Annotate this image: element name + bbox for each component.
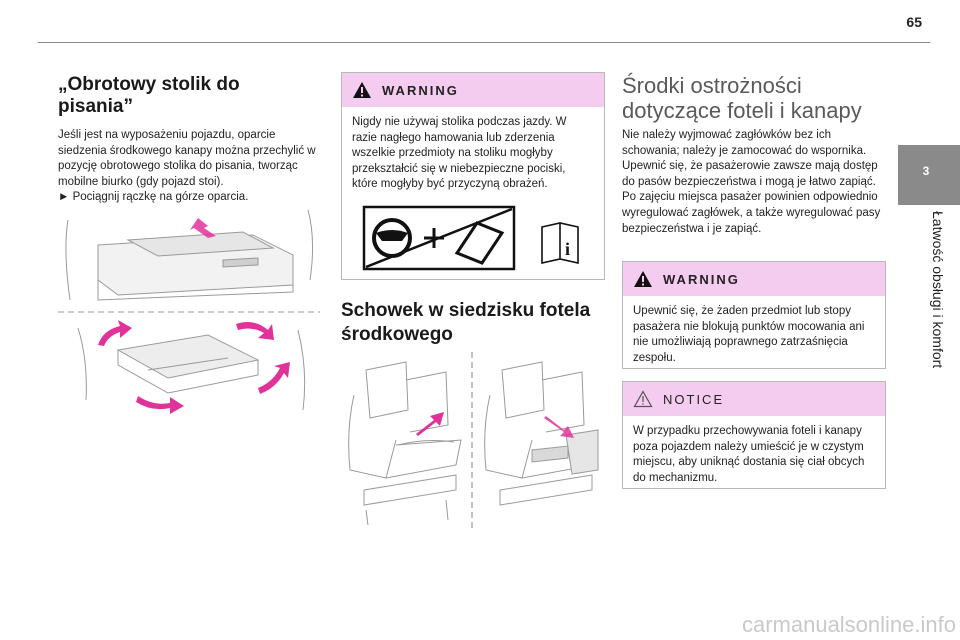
bullet-arrow-icon: ► [58, 191, 70, 204]
desk-instruction: ► Pociągnij rączkę na górze oparcia. [58, 190, 320, 206]
desk-warning-text: Nigdy nie używaj stolika podczas jazdy. … [352, 116, 567, 191]
warning-triangle-icon [353, 82, 371, 98]
desk-instruction-text: Pociągnij rączkę na górze oparcia. [72, 191, 249, 204]
storage-title-line1: Schowek w siedzisku fotela [341, 300, 591, 321]
no-table-while-driving-pictogram: i [362, 205, 579, 271]
precautions-title: Środki ostrożności dotyczące foteli i ka… [622, 73, 887, 123]
header-rule [38, 42, 930, 43]
storage-section-title: Schowek w siedzisku fotela środkowego [341, 299, 605, 347]
storage-notice-label: NOTICE [663, 391, 725, 407]
svg-text:i: i [565, 239, 570, 259]
precautions-title-line1: Środki ostrożności [622, 73, 802, 98]
desk-section-body: Jeśli jest na wyposażeniu pojazdu, oparc… [58, 129, 316, 188]
storage-notice-box: NOTICE W przypadku przechowywania foteli… [622, 381, 886, 489]
desk-section-title: „Obrotowy stolik do pisania” [58, 74, 320, 118]
page-number: 65 [906, 14, 922, 30]
warning-triangle-icon [634, 271, 652, 287]
desk-warning-header: WARNING [342, 73, 604, 107]
storage-notice-header: NOTICE [623, 382, 885, 416]
precautions-text: Nie należy wyjmować zagłówków bez ich sc… [622, 129, 881, 235]
manual-book-icon [541, 222, 579, 264]
chapter-tab[interactable] [898, 145, 960, 205]
precautions-title-line2: dotyczące foteli i kanapy [622, 98, 862, 123]
chapter-title: Łatwość obsługi i komfort [930, 211, 950, 411]
watermark: carmanualsonline.info [741, 612, 956, 637]
desk-warning-label: WARNING [382, 82, 459, 98]
desk-warning-box: WARNING Nigdy nie używaj stolika podczas… [341, 72, 605, 280]
notice-triangle-icon [633, 390, 653, 408]
chapter-number: 3 [922, 164, 930, 178]
chapter-title-text: Łatwość obsługi i komfort [930, 211, 946, 369]
table-icon [454, 221, 505, 265]
anchors-warning-label: WARNING [663, 271, 740, 287]
desk-section: „Obrotowy stolik do pisania” Jeśli jest … [58, 74, 320, 206]
desk-illustration [58, 209, 320, 414]
storage-title-line2: środkowego [341, 324, 453, 345]
anchors-warning-box: WARNING Upewnić się, że żaden przedmiot … [622, 261, 886, 369]
desk-title-line2: pisania” [58, 96, 133, 117]
seat-storage-illustration [348, 352, 599, 528]
storage-notice-text: W przypadku przechowywania foteli i kana… [633, 425, 865, 484]
anchors-warning-header: WARNING [623, 262, 885, 296]
desk-title-line1: „Obrotowy stolik do [58, 74, 240, 95]
anchors-warning-text: Upewnić się, że żaden przedmiot lub stop… [633, 305, 865, 364]
